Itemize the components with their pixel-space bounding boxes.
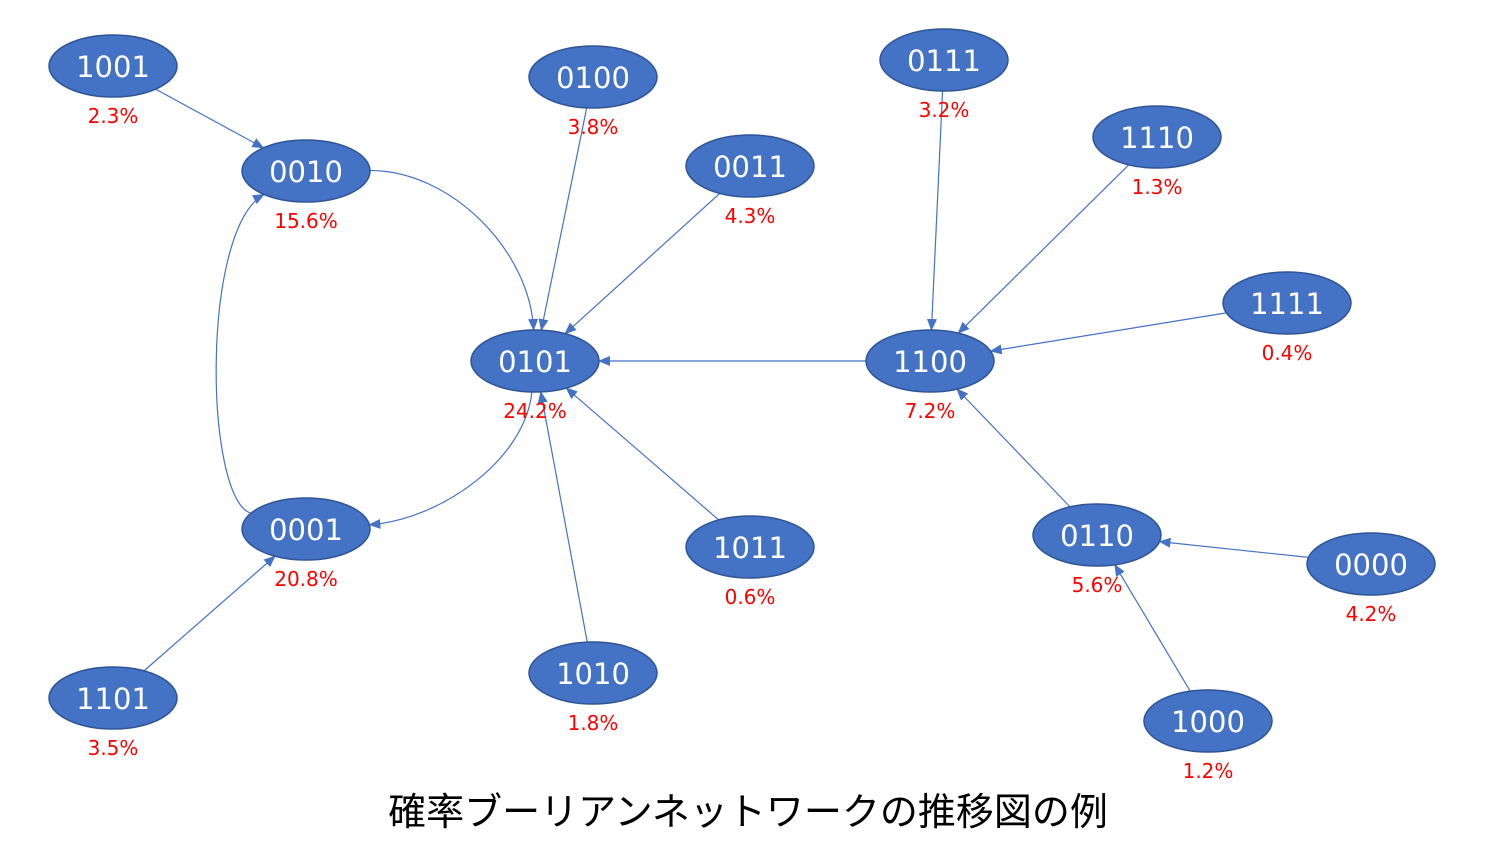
state-node-shape [1032,503,1162,567]
state-probability: 7.2% [905,399,956,423]
state-node-0001: 0001 20.8% [241,497,371,591]
state-node-label: 0100 [556,61,630,95]
state-probability: 15.6% [274,209,338,233]
state-node-1111: 1111 0.4% [1222,271,1352,365]
nodes-layer: 1001 2.3% 0010 15.6% 0001 20.8% 1101 3.5% 0100 3.… [48,28,1436,783]
edge-0101-to-0001 [368,391,533,529]
state-node-label: 0011 [713,150,787,184]
state-node-label: 1001 [76,50,150,84]
state-node-1101: 1101 3.5% [48,666,178,760]
state-node-shape [879,28,1009,92]
state-probability: 3.8% [568,115,619,139]
state-node-0101: 0101 24.2% [470,329,600,423]
state-probability: 1.8% [568,711,619,735]
edge-0011-to-0101 [564,192,721,335]
state-probability: 4.2% [1346,602,1397,626]
state-node-label: 1100 [893,345,967,379]
state-node-label: 1010 [556,657,630,691]
state-node-0100: 0100 3.8% [528,45,658,139]
state-probability: 3.2% [919,98,970,122]
state-node-shape [241,139,371,203]
edge-0111-to-1100 [926,90,944,332]
state-probability: 4.3% [725,204,776,228]
state-probability: 1.2% [1183,759,1234,783]
state-node-label: 1111 [1250,287,1324,321]
state-node-shape [48,666,178,730]
state-node-1001: 1001 2.3% [48,34,178,128]
state-node-shape [1143,689,1273,753]
edge-1010-to-0101 [537,390,588,643]
state-node-label: 0110 [1060,519,1134,553]
edge-0100-to-0101 [538,107,588,332]
state-node-0011: 0011 4.3% [685,134,815,228]
edge-0010-to-0101 [369,169,539,332]
state-node-0000: 0000 4.2% [1306,532,1436,626]
edge-1111-to-1100 [989,312,1227,355]
state-node-shape [865,329,995,393]
state-probability: 24.2% [503,399,567,423]
state-node-shape [470,329,600,393]
edge-1110-to-1100 [957,164,1130,334]
state-node-shape [685,515,815,579]
state-probability: 20.8% [274,567,338,591]
state-probability: 3.5% [88,736,139,760]
state-node-shape [241,497,371,561]
state-node-1110: 1110 1.3% [1092,105,1222,199]
state-node-shape [528,641,658,705]
state-node-0111: 0111 3.2% [879,28,1009,122]
state-node-label: 1101 [76,682,150,716]
edge-0000-to-0110 [1158,537,1309,558]
edge-0110-to-1100 [956,388,1071,508]
state-node-shape [48,34,178,98]
state-node-label: 0000 [1334,548,1408,582]
state-node-1010: 1010 1.8% [528,641,658,735]
state-node-label: 1110 [1120,121,1194,155]
state-node-1011: 1011 0.6% [685,515,815,609]
edges-layer [143,88,1309,692]
state-node-shape [1222,271,1352,335]
state-node-label: 0101 [498,345,572,379]
edge-1101-to-0001 [143,555,276,672]
state-node-shape [1306,532,1436,596]
edge-0001-to-0010 [215,193,265,514]
state-probability: 2.3% [88,104,139,128]
state-node-label: 0010 [269,155,343,189]
state-node-label: 1000 [1171,705,1245,739]
state-node-0110: 0110 5.6% [1032,503,1162,597]
edge-1011-to-0101 [565,387,720,521]
state-node-label: 0111 [907,44,981,78]
state-probability: 1.3% [1132,175,1183,199]
state-node-1100: 1100 7.2% [865,329,995,423]
state-node-label: 1011 [713,531,787,565]
state-node-0010: 0010 15.6% [241,139,371,233]
diagram-caption: 確率ブーリアンネットワークの推移図の例 [388,790,1108,834]
edge-1000-to-0110 [1114,563,1191,692]
state-probability: 0.6% [725,585,776,609]
state-node-shape [528,45,658,109]
state-node-shape [685,134,815,198]
state-node-label: 0001 [269,513,343,547]
state-node-1000: 1000 1.2% [1143,689,1273,783]
state-probability: 5.6% [1072,573,1123,597]
state-probability: 0.4% [1262,341,1313,365]
edge-1001-to-0010 [155,88,265,149]
state-node-shape [1092,105,1222,169]
